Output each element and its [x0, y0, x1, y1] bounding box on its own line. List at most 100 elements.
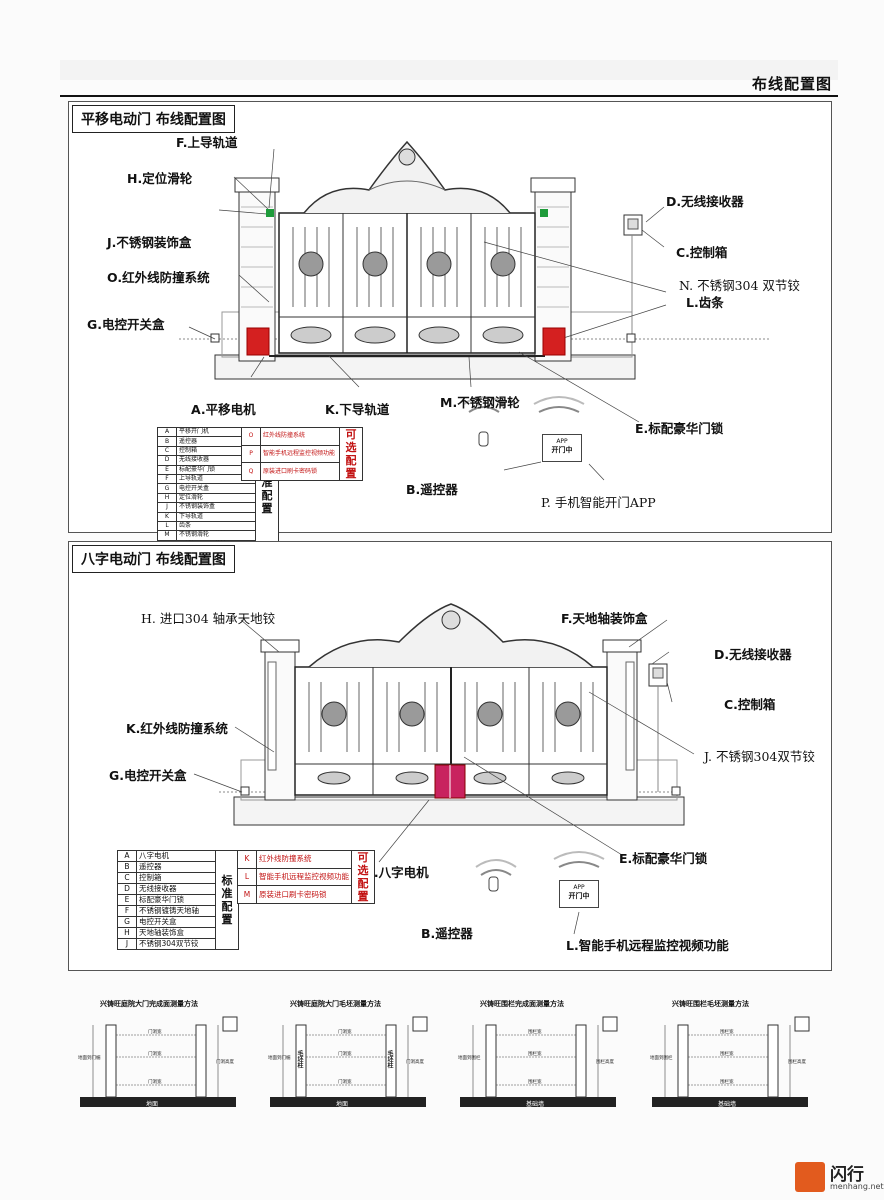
- ground-label: 地面: [336, 1101, 349, 1108]
- label-P: P. 手机智能开门APP: [541, 495, 656, 510]
- legend-value: 定位滑轮: [176, 492, 256, 504]
- app-line2: 开门中: [551, 446, 573, 454]
- legend-key: P: [241, 444, 261, 464]
- legend-value: 智能手机远程监控视频功能: [260, 444, 340, 464]
- legend-key: H: [157, 492, 177, 504]
- left-post: [295, 1024, 307, 1098]
- measurement-diagram: 兴铸旺围栏完成面测量方法基础墙围栏宽围栏宽围栏宽围栏高度地面到围栏: [458, 995, 636, 1115]
- ground-bar: [80, 1097, 236, 1107]
- right-indicator: [540, 209, 548, 217]
- legend-key: C: [157, 445, 177, 457]
- optional-config-title: 可选配置: [339, 427, 363, 481]
- width-label: 门洞宽: [148, 1080, 162, 1085]
- left-post: [485, 1024, 497, 1098]
- label-B: B.遥控器: [406, 482, 458, 497]
- label-F: F.天地轴装饰盒: [561, 611, 648, 626]
- legend-key: D: [117, 883, 137, 895]
- reference-box: [222, 1016, 238, 1032]
- measurement-title: 兴铸旺庭院大门完成面测量方法: [100, 1000, 198, 1008]
- label-G: G.电控开关盒: [87, 317, 165, 332]
- app-line2: 开门中: [568, 892, 590, 900]
- legend-key: O: [241, 427, 261, 446]
- label-K: K.红外线防撞系统: [126, 721, 228, 736]
- legend-key: G: [157, 483, 177, 494]
- legend-key: A: [117, 850, 137, 862]
- ground-bar: [652, 1097, 808, 1107]
- pillar-label: 毛坯柱: [296, 1050, 303, 1068]
- gate-base: [233, 796, 685, 826]
- title-rule: [60, 95, 838, 97]
- label-E: E.标配豪华门锁: [619, 851, 708, 866]
- label-H: H.定位滑轮: [127, 171, 193, 186]
- measurement-title: 兴铸旺庭院大门毛坯测量方法: [290, 1000, 381, 1008]
- legend-value: 电控开关盒: [176, 483, 256, 494]
- page-title: 布线配置图: [751, 75, 832, 93]
- legend-value: 遥控器: [136, 861, 216, 873]
- right-post: [575, 1024, 587, 1098]
- brand-logo-icon: [795, 1162, 825, 1192]
- width-label: 门洞宽: [338, 1052, 352, 1057]
- width-label: 门洞宽: [148, 1030, 162, 1035]
- legend-key: J: [157, 502, 177, 513]
- legend-key: B: [157, 436, 177, 447]
- height-label: 门洞高度: [216, 1060, 234, 1065]
- measurement-diagram: 兴铸旺庭院大门毛坯测量方法地面门洞宽门洞宽门洞宽门洞高度地面到门楣毛坯柱毛坯柱: [268, 995, 446, 1115]
- legend-key: C: [117, 872, 137, 884]
- legend-value: 不锈钢装饰盒: [176, 502, 256, 513]
- right-pillar-cap: [530, 177, 576, 193]
- legend-value: 控制箱: [136, 872, 216, 884]
- top-band: [60, 60, 838, 80]
- legend-key: B: [117, 861, 137, 873]
- right-motor: [542, 327, 566, 356]
- height-label: 围栏高度: [788, 1060, 806, 1065]
- label-L: L.智能手机远程监控视频功能: [566, 938, 729, 953]
- legend-value: 不锈钢304双节铰: [136, 938, 216, 950]
- ground-label: 基础墙: [526, 1101, 545, 1108]
- sliding-gate-panel: 平移电动门 布线配置图: [68, 101, 832, 551]
- brand-name: 闪行: [830, 1165, 864, 1185]
- side-label: 地面到门楣: [268, 1056, 291, 1061]
- legend-value: 智能手机远程监控视频功能: [256, 867, 352, 887]
- legend-key: K: [157, 511, 177, 522]
- width-label: 围栏宽: [528, 1030, 542, 1035]
- left-motor: [246, 327, 270, 356]
- legend-value: 不锈钢镀铸天地轴: [136, 905, 216, 917]
- legend-key: E: [157, 464, 177, 475]
- gate-crest: [308, 603, 594, 668]
- legend-value: 电控开关盒: [136, 916, 216, 928]
- gate-base: [214, 354, 636, 380]
- legend-key: F: [157, 473, 177, 485]
- left-indicator: [266, 209, 274, 217]
- label-D: D.无线接收器: [666, 194, 744, 209]
- label-J: J.不锈钢装饰盒: [107, 235, 192, 250]
- optional-config-title: 可选配置: [351, 850, 375, 904]
- swing-gate-heading: 八字电动门 布线配置图: [72, 545, 235, 573]
- width-label: 门洞宽: [148, 1052, 162, 1057]
- label-C: C.控制箱: [676, 245, 728, 260]
- legend-key: G: [117, 916, 137, 928]
- reference-box: [602, 1016, 618, 1032]
- reference-box: [412, 1016, 428, 1032]
- legend-value: 红外线防撞系统: [256, 850, 352, 869]
- measurement-drawing: [460, 1016, 618, 1107]
- label-N: N. 不锈钢304 双节铰: [679, 278, 800, 293]
- legend-key: F: [117, 905, 137, 917]
- label-D: D.无线接收器: [714, 647, 792, 662]
- height-label: 围栏高度: [596, 1060, 614, 1065]
- width-label: 门洞宽: [338, 1080, 352, 1085]
- right-post: [385, 1024, 397, 1098]
- legend-value: 八字电机: [136, 850, 216, 862]
- side-label: 地面到围栏: [458, 1056, 481, 1061]
- legend-key: M: [237, 885, 257, 904]
- sliding-gate-heading: 平移电动门 布线配置图: [72, 105, 235, 133]
- label-J: J. 不锈钢304双节铰: [704, 749, 815, 764]
- side-label: 地面到门楣: [78, 1056, 101, 1061]
